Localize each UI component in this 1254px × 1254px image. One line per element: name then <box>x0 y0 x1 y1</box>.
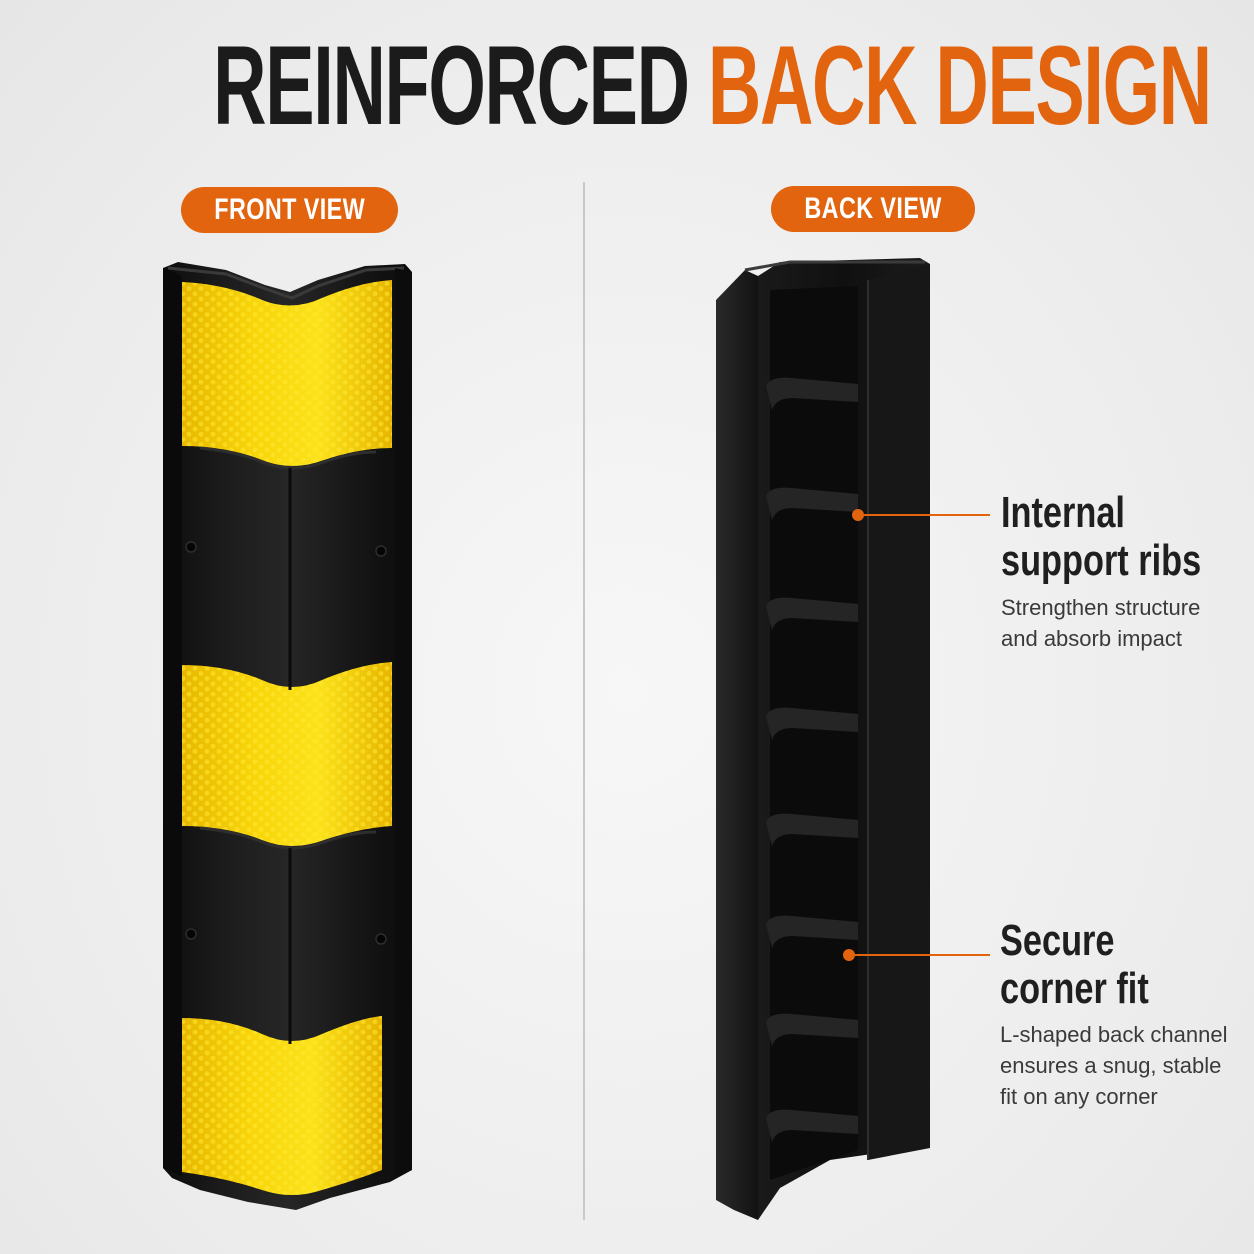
back-view-badge: BACK VIEW <box>771 186 975 232</box>
front-corner-guard <box>163 262 412 1210</box>
callout-fit-description: L-shaped back channel ensures a snug, st… <box>1000 1019 1228 1112</box>
internal-ribs <box>766 377 858 1142</box>
reflective-band-middle <box>182 662 392 846</box>
reflective-band-top <box>182 280 392 466</box>
headline-part-2: BACK DESIGN <box>707 23 1212 148</box>
headline-part-1: REINFORCED <box>213 23 690 148</box>
callout-fit-title: Secure corner fit <box>1000 917 1149 1013</box>
callout-fit-desc-line3: fit on any corner <box>1000 1084 1158 1109</box>
front-view-label: FRONT VIEW <box>214 193 365 226</box>
back-corner-guard <box>716 258 930 1220</box>
callout-fit-desc-line2: ensures a snug, stable <box>1000 1053 1222 1078</box>
callout-fit-title-line2: corner fit <box>1000 964 1149 1013</box>
callout-ribs-description: Strengthen structure and absorb impact <box>1001 592 1200 654</box>
front-view-badge: FRONT VIEW <box>181 187 398 233</box>
callout-ribs-title-line1: Internal <box>1001 488 1125 537</box>
mounting-hole <box>185 541 197 553</box>
back-view-label: BACK VIEW <box>804 192 942 225</box>
callout-fit-title-line1: Secure <box>1000 916 1115 965</box>
callout-dot-ribs <box>852 509 864 521</box>
callout-dot-fit <box>843 949 855 961</box>
reflective-band-bottom <box>182 1016 382 1195</box>
callout-ribs-title: Internal support ribs <box>1001 489 1201 585</box>
headline: REINFORCED BACK DESIGN <box>213 30 1212 142</box>
center-divider <box>583 182 585 1220</box>
callout-ribs-desc-line2: and absorb impact <box>1001 626 1182 651</box>
callout-fit-desc-line1: L-shaped back channel <box>1000 1022 1228 1047</box>
callout-ribs-desc-line1: Strengthen structure <box>1001 595 1201 620</box>
mounting-hole <box>375 933 387 945</box>
mounting-hole <box>185 928 197 940</box>
callout-ribs-title-line2: support ribs <box>1001 536 1202 585</box>
mounting-hole <box>375 545 387 557</box>
